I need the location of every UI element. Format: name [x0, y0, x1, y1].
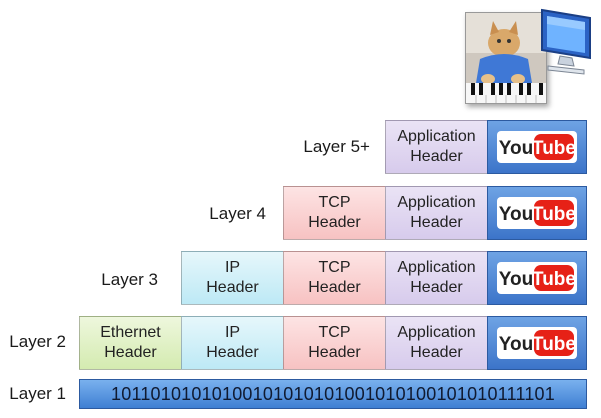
header-line1: TCP — [318, 259, 351, 276]
svg-text:You: You — [499, 204, 533, 225]
bitstream-bar: 1011010101010010101010100101010010101011… — [79, 379, 587, 409]
youtube-logo: You Tube — [497, 327, 577, 359]
layer-4-label: Layer 4 — [209, 204, 266, 223]
youtube-logo: You Tube — [497, 197, 577, 229]
tcp-header-box: TCP Header — [283, 316, 386, 370]
youtube-payload-cell: You Tube — [487, 120, 587, 174]
application-header-box: Application Header — [385, 316, 488, 370]
header-line2: Header — [308, 279, 361, 296]
header-line2: Header — [308, 344, 361, 361]
header-line2: Header — [206, 279, 259, 296]
header-line2: Header — [308, 214, 361, 231]
youtube-payload-cell: You Tube — [487, 186, 587, 240]
application-header-box: Application Header — [385, 120, 488, 174]
layer-3-label: Layer 3 — [101, 270, 158, 289]
youtube-logo: You Tube — [497, 131, 577, 163]
header-line2: Header — [410, 344, 463, 361]
svg-text:You: You — [499, 138, 533, 159]
header-line1: Application — [397, 324, 476, 341]
svg-text:Tube: Tube — [532, 138, 576, 159]
ethernet-header-box: Ethernet Header — [79, 316, 182, 370]
youtube-logo: You Tube — [497, 262, 577, 294]
keyboard-cat-photo — [465, 12, 547, 104]
youtube-payload-cell: You Tube — [487, 316, 587, 370]
header-line2: Header — [104, 344, 157, 361]
tcp-header-box: TCP Header — [283, 251, 386, 305]
svg-text:You: You — [499, 334, 533, 355]
header-line1: Ethernet — [100, 324, 161, 341]
svg-text:Tube: Tube — [532, 204, 576, 225]
tcp-header-box: TCP Header — [283, 186, 386, 240]
svg-text:Tube: Tube — [532, 334, 576, 355]
header-line1: TCP — [318, 324, 351, 341]
youtube-payload-cell: You Tube — [487, 251, 587, 305]
ip-header-box: IP Header — [181, 251, 284, 305]
layer-5-label: Layer 5+ — [303, 137, 370, 156]
header-line2: Header — [206, 344, 259, 361]
layer-2-label: Layer 2 — [9, 332, 66, 351]
header-line1: Application — [397, 259, 476, 276]
application-header-box: Application Header — [385, 186, 488, 240]
header-line1: Application — [397, 194, 476, 211]
svg-text:You: You — [499, 269, 533, 290]
header-line1: TCP — [318, 194, 351, 211]
header-line1: IP — [224, 259, 241, 276]
svg-text:Tube: Tube — [532, 269, 576, 290]
computer-monitor-icon — [536, 6, 596, 76]
application-header-box: Application Header — [385, 251, 488, 305]
header-line1: IP — [224, 324, 241, 341]
header-line2: Header — [410, 214, 463, 231]
header-line2: Header — [410, 148, 463, 165]
header-line2: Header — [410, 279, 463, 296]
header-line1: Application — [397, 128, 476, 145]
ip-header-box: IP Header — [181, 316, 284, 370]
layer-1-label: Layer 1 — [9, 384, 66, 403]
